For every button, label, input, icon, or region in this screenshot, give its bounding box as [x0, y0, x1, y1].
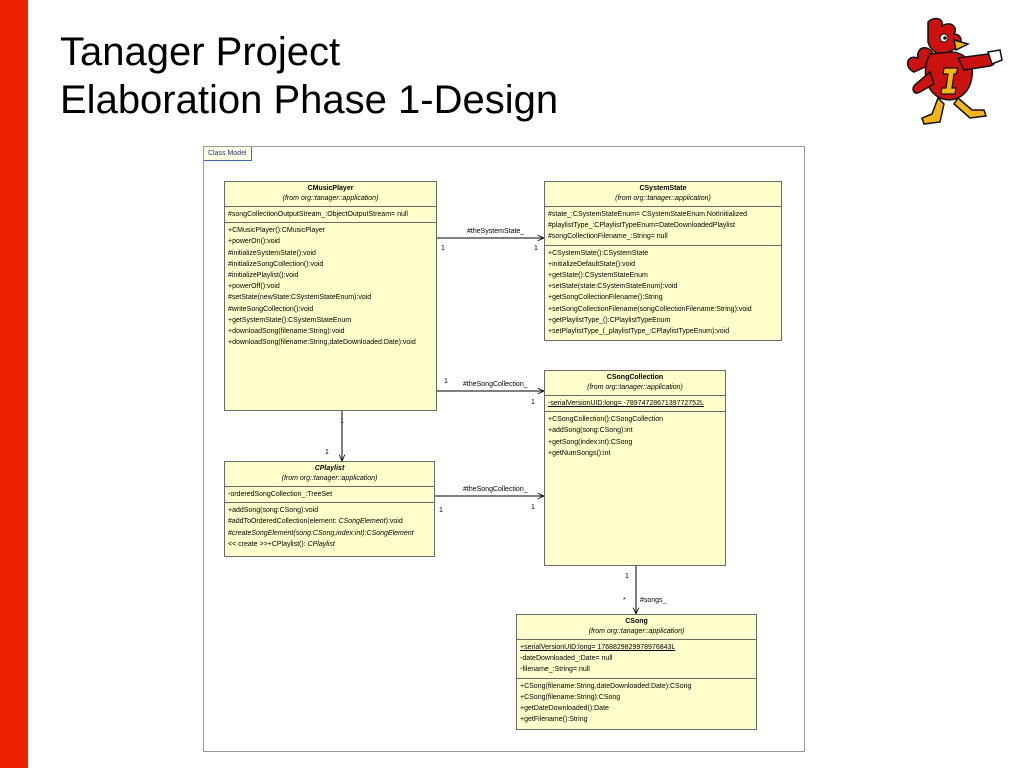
- operation-row: +CSong(filename:String,dateDownloaded:Da…: [520, 682, 692, 690]
- operation-text: #addToOrderedCollection(element:: [228, 518, 339, 526]
- mult-playlist-collection-dst: 1: [531, 504, 535, 511]
- class-header: CSongCollection (from org::tanager::appl…: [545, 371, 725, 396]
- attribute-row: -filename_:String= null: [520, 666, 590, 674]
- mult-collection-song-src: 1: [625, 573, 629, 580]
- attributes-section: -orderedSongCollection_:TreeSet: [225, 487, 434, 504]
- class-package: (from org::tanager::application): [588, 628, 685, 635]
- operation-row: +downloadSong(filename:String,dateDownlo…: [228, 339, 416, 347]
- class-csong[interactable]: CSong (from org::tanager::application) +…: [516, 614, 757, 730]
- operation-row: +powerOn():void: [228, 238, 280, 246]
- operation-row: +CSystemState():CSystemState: [548, 249, 649, 257]
- attribute-row: -serialVersionUID:long= -789747286713977…: [548, 400, 704, 407]
- operation-row: +getPlaylistType_():CPlaylistTypeEnum: [548, 316, 671, 324]
- operation-row: +CMusicPlayer():CMusicPlayer: [228, 227, 326, 235]
- operation-text: ):void: [385, 518, 403, 526]
- attribute-row: #state_:CSystemStateEnum= CSystemStateEn…: [548, 211, 748, 218]
- class-package: (from org::tanager::application): [282, 195, 379, 202]
- operation-row: +powerOff():void: [228, 283, 280, 291]
- class-cmusicplayer[interactable]: CMusicPlayer (from org::tanager::applica…: [224, 181, 437, 411]
- attributes-section: #songCollectionOutputStream_:ObjectOutpu…: [225, 207, 436, 224]
- frame-label: Class Model: [204, 147, 252, 161]
- title-line-1: Tanager Project: [60, 30, 341, 74]
- operation-row: +addSong(song:CSong):int: [548, 427, 633, 435]
- operation-row: #createSongElement(song:CSong,index:int)…: [228, 529, 414, 537]
- operation-row: +downloadSong(filename:String):void: [228, 328, 345, 336]
- class-name: CSong: [625, 618, 648, 625]
- class-header: CSong (from org::tanager::application): [517, 615, 756, 640]
- class-package: (from org::tanager::application): [281, 475, 378, 482]
- operations-section: +CSong(filename:String,dateDownloaded:Da…: [517, 679, 756, 728]
- operation-type: CPlaylist: [307, 540, 335, 548]
- mult-player-collection-src: 1: [444, 378, 448, 385]
- mult-player-playlist-src: 1: [340, 418, 344, 425]
- operation-row: +getState():CSystemStateEnum: [548, 272, 648, 280]
- operation-type: CSongElement: [338, 518, 386, 526]
- operation-text: << create >>+CPlaylist():: [228, 540, 308, 548]
- class-csongcollection[interactable]: CSongCollection (from org::tanager::appl…: [544, 370, 726, 566]
- operation-row: +setSongCollectionFilename(songCollectio…: [548, 305, 752, 313]
- operation-row: +getFilename():String: [520, 716, 588, 724]
- operation-row: +setState(state:CSystemStateEnum):void: [548, 283, 678, 291]
- slide-title: Tanager Project Elaboration Phase 1-Desi…: [60, 28, 558, 124]
- role-playlist-song-collection: #theSongCollection_: [463, 486, 528, 493]
- mult-playlist-collection-src: 1: [439, 507, 443, 514]
- mult-player-playlist-dst: 1: [325, 449, 329, 456]
- attribute-row: #playlistType_:CPlaylistTypeEnum=DateDow…: [548, 222, 735, 230]
- class-cplaylist[interactable]: CPlaylist (from org::tanager::applicatio…: [224, 461, 435, 557]
- operation-row: << create >>+CPlaylist(): CPlaylist: [228, 539, 431, 550]
- attribute-row: +serialVersionUID:long= 1768829829978976…: [520, 644, 676, 651]
- mult-player-state-dst: 1: [534, 245, 538, 252]
- operation-row: +CSong(filename:String):CSong: [520, 693, 621, 701]
- operation-row: +CSongCollection():CSongCollection: [548, 416, 663, 424]
- operations-section: +CMusicPlayer():CMusicPlayer +powerOn():…: [225, 223, 436, 350]
- operation-row: #addToOrderedCollection(element: CSongEl…: [228, 516, 431, 527]
- class-package: (from org::tanager::application): [587, 384, 683, 391]
- operations-section: +CSongCollection():CSongCollection +addS…: [545, 412, 725, 461]
- role-the-system-state: #theSystemState_: [467, 228, 525, 235]
- attributes-section: -serialVersionUID:long= -789747286713977…: [545, 396, 725, 413]
- class-name: CSystemState: [639, 185, 687, 192]
- operation-row: +initializeDefaultState():void: [548, 260, 635, 268]
- operation-row: #initializePlaylist():void: [228, 272, 299, 280]
- operation-row: #initializeSongCollection():void: [228, 260, 324, 268]
- class-name: CPlaylist: [314, 465, 345, 472]
- operation-row: +setPlaylistType_(_playlistType_:CPlayli…: [548, 328, 730, 336]
- operation-row: +addSong(song:CSong):void: [228, 507, 319, 515]
- class-header: CSystemState (from org::tanager::applica…: [545, 182, 781, 207]
- role-player-song-collection: #theSongCollection_: [463, 381, 528, 388]
- mult-player-collection-dst: 1: [531, 399, 535, 406]
- operation-row: +getDateDownloaded():Date: [520, 705, 609, 713]
- mult-player-state-src: 1: [441, 245, 445, 252]
- class-header: CMusicPlayer (from org::tanager::applica…: [225, 182, 436, 207]
- attributes-section: #state_:CSystemStateEnum= CSystemStateEn…: [545, 207, 781, 246]
- accent-bar: [0, 0, 28, 768]
- operation-row: #setState(newState:CSystemStateEnum):voi…: [228, 294, 372, 302]
- cardinal-mascot-logo: [906, 17, 1003, 125]
- mult-collection-song-dst: *: [623, 597, 626, 604]
- attribute-row: #songCollectionOutputStream_:ObjectOutpu…: [228, 211, 408, 218]
- operations-section: +CSystemState():CSystemState +initialize…: [545, 246, 781, 340]
- operation-row: #initializeSystemState():void: [228, 249, 316, 257]
- class-name: CSongCollection: [606, 374, 664, 381]
- operation-row: #writeSongCollection():void: [228, 305, 314, 313]
- operation-row: +getSystemState():CSystemStateEnum: [228, 316, 352, 324]
- role-songs: #songs_: [640, 597, 667, 604]
- class-csystemstate[interactable]: CSystemState (from org::tanager::applica…: [544, 181, 782, 341]
- class-name: CMusicPlayer: [307, 185, 354, 192]
- operations-section: +addSong(song:CSong):void #addToOrderedC…: [225, 503, 434, 552]
- attribute-row: -orderedSongCollection_:TreeSet: [228, 491, 333, 498]
- class-header: CPlaylist (from org::tanager::applicatio…: [225, 462, 434, 487]
- operation-row: +getNumSongs():int: [548, 449, 611, 457]
- operation-row: +getSongCollectionFilename():String: [548, 294, 663, 302]
- class-package: (from org::tanager::application): [615, 195, 711, 202]
- operation-row: +getSong(index:int):CSong: [548, 438, 633, 446]
- title-line-2: Elaboration Phase 1-Design: [60, 78, 559, 122]
- attribute-row: #songCollectionFilename_:String= null: [548, 233, 668, 241]
- attributes-section: +serialVersionUID:long= 1768829829978976…: [517, 640, 756, 679]
- attribute-row: -dateDownloaded_:Date= null: [520, 655, 613, 663]
